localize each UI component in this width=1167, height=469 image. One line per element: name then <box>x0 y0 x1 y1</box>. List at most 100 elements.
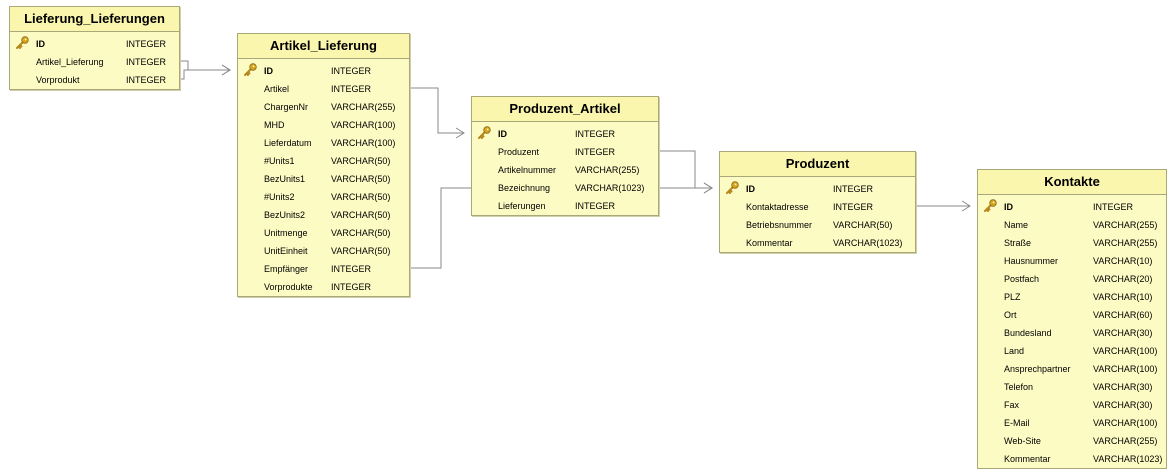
column-type: VARCHAR(10) <box>1093 292 1153 302</box>
column-row[interactable]: Bezeichnung VARCHAR(1023) <box>472 179 658 197</box>
column-type: VARCHAR(1023) <box>575 183 645 193</box>
table-title: Lieferung_Lieferungen <box>10 7 179 32</box>
column-name: Betriebsnummer <box>746 220 813 230</box>
relationship-line <box>180 60 229 71</box>
column-type: VARCHAR(255) <box>1093 220 1158 230</box>
table-title: Produzent <box>720 152 915 177</box>
column-name: Web-Site <box>1004 436 1041 446</box>
column-name: Lieferungen <box>498 201 546 211</box>
column-name: Bezeichnung <box>498 183 551 193</box>
column-name: Fax <box>1004 400 1020 410</box>
column-row[interactable]: Ort VARCHAR(60) <box>978 306 1166 324</box>
column-row[interactable]: BezUnits1 VARCHAR(50) <box>238 170 409 188</box>
column-type: VARCHAR(1023) <box>1093 454 1163 464</box>
arrowhead-icon <box>961 200 971 212</box>
column-name: ID <box>36 39 45 49</box>
column-type: INTEGER <box>833 184 874 194</box>
column-type: VARCHAR(100) <box>331 120 396 130</box>
column-name: Ansprechpartner <box>1004 364 1071 374</box>
relationship-line <box>659 150 711 189</box>
column-type: VARCHAR(50) <box>331 228 391 238</box>
column-row[interactable]: Betriebsnummer VARCHAR(50) <box>720 216 915 234</box>
column-row[interactable]: PLZ VARCHAR(10) <box>978 288 1166 306</box>
column-name: Artikel_Lieferung <box>36 57 104 67</box>
column-type: VARCHAR(50) <box>331 192 391 202</box>
column-type: VARCHAR(100) <box>1093 418 1158 428</box>
column-name: Ort <box>1004 310 1017 320</box>
column-name: Postfach <box>1004 274 1040 284</box>
column-name: Artikel <box>264 84 290 94</box>
column-name: PLZ <box>1004 292 1021 302</box>
key-icon <box>726 181 739 194</box>
column-name: Kommentar <box>746 238 793 248</box>
column-type: VARCHAR(50) <box>331 174 391 184</box>
column-name: Lieferdatum <box>264 138 312 148</box>
column-name: Produzent <box>498 147 540 157</box>
column-name: #Units1 <box>264 156 295 166</box>
column-name: ID <box>498 129 507 139</box>
column-type: VARCHAR(100) <box>1093 346 1158 356</box>
column-name: BezUnits1 <box>264 174 306 184</box>
column-row[interactable]: Kommentar VARCHAR(1023) <box>720 234 915 252</box>
column-type: VARCHAR(60) <box>1093 310 1153 320</box>
column-type: VARCHAR(50) <box>833 220 893 230</box>
column-type: INTEGER <box>331 264 372 274</box>
column-type: VARCHAR(1023) <box>833 238 903 248</box>
column-type: INTEGER <box>331 84 372 94</box>
column-name: BezUnits2 <box>264 210 306 220</box>
column-type: VARCHAR(255) <box>575 165 640 175</box>
column-type: VARCHAR(30) <box>1093 328 1153 338</box>
key-icon <box>984 199 997 212</box>
key-icon <box>244 63 257 76</box>
column-type: VARCHAR(50) <box>331 156 391 166</box>
column-type: INTEGER <box>833 202 874 212</box>
column-name: ID <box>1004 202 1013 212</box>
table-title: Artikel_Lieferung <box>238 34 409 59</box>
arrowhead-icon <box>703 182 713 194</box>
column-row[interactable]: #Units1 VARCHAR(50) <box>238 152 409 170</box>
column-row[interactable]: Artikel INTEGER <box>238 80 409 98</box>
